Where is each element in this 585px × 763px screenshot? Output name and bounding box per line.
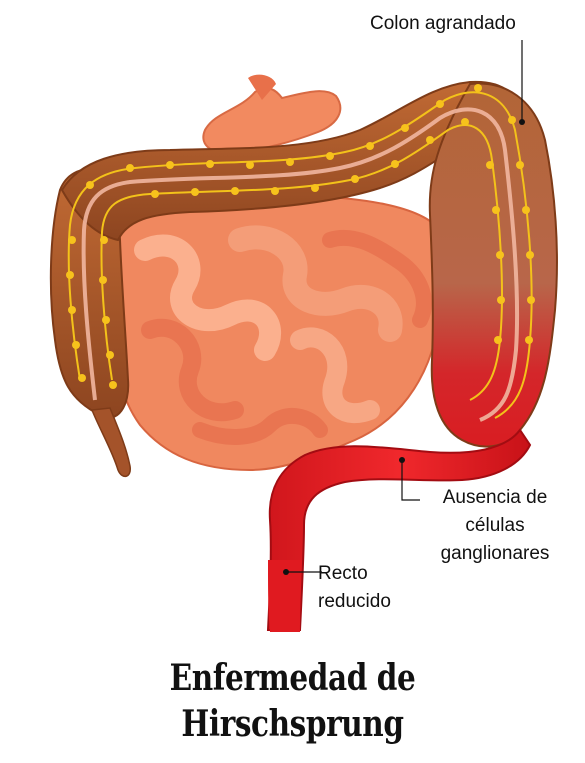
absence-ganglion-cells-label: Ausencia de células ganglionares <box>411 484 579 568</box>
rectum-label-line2: reducido <box>318 588 391 616</box>
absence-label-line3: ganglionares <box>411 540 579 568</box>
title-line2: Hirschsprung <box>53 701 533 747</box>
reduced-rectum-label: Recto reducido <box>318 560 391 616</box>
absence-label-line2: células <box>411 512 579 540</box>
enlarged-colon-label: Colon agrandado <box>370 10 516 38</box>
page-title: Enfermedad de Hirschsprung <box>53 655 533 747</box>
title-line1: Enfermedad de <box>53 655 533 701</box>
appendix <box>92 408 130 476</box>
absence-label-line1: Ausencia de <box>411 484 579 512</box>
small-intestine <box>112 193 450 470</box>
rectum-label-line1: Recto <box>318 560 391 588</box>
enlarged-colon <box>430 83 557 446</box>
